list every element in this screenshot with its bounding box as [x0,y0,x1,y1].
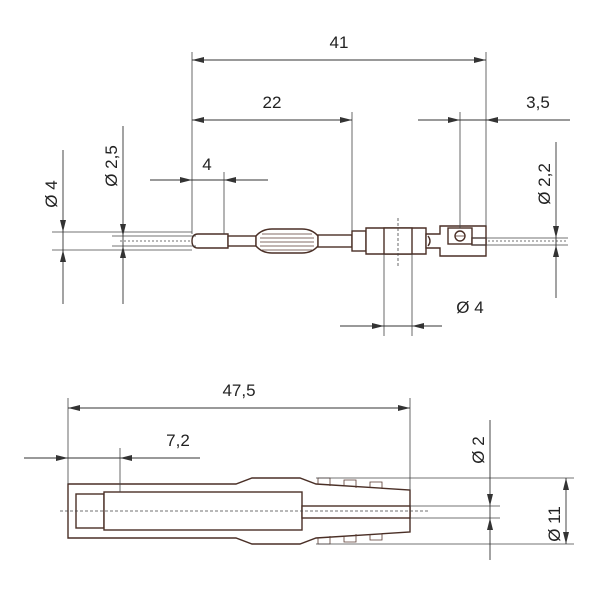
upper-extension-lines [52,52,568,336]
dim-7-2-label: 7,2 [166,431,190,450]
dim-47-5-label: 47,5 [222,381,255,400]
lower-extension-lines [67,398,574,545]
dim-dia-11-label: Ø 11 [545,506,564,542]
dim-22-label: 22 [263,93,282,112]
dim-41: 41 [192,33,486,63]
dim-dia-4-left: Ø 4 [42,150,66,304]
pin-collar [351,230,367,252]
dim-4-tip: 4 [150,155,268,183]
dim-7-2: 7,2 [24,431,200,461]
lamella-spring [255,228,319,254]
dim-3-5-label: 3,5 [526,93,550,112]
dim-dia-4-left-label: Ø 4 [42,180,61,207]
dim-dia-4-cross: Ø 4 [340,298,484,329]
rear-cone [427,235,431,247]
lower-sleeve-view [60,477,430,545]
lamella-grooves [260,233,314,251]
dim-dia-11: Ø 11 [545,478,569,544]
dim-3-5: 3,5 [418,93,570,123]
dim-dia-2-5: Ø 2,5 [102,126,126,304]
sleeve-rear-bore [301,505,411,519]
upper-plug-view [120,218,568,266]
rear-bore [471,237,487,246]
dim-dia-2-label: Ø 2 [469,436,488,463]
dim-dia-2: Ø 2 [469,420,493,560]
dim-dia-2-2: Ø 2,2 [535,142,559,298]
dim-dia-2-5-label: Ø 2,5 [102,145,121,187]
dim-41-label: 41 [330,33,349,52]
dim-dia-4-cross-label: Ø 4 [456,298,483,317]
dim-22: 22 [192,93,352,123]
pin-shaft [317,234,353,248]
dim-dia-2-2-label: Ø 2,2 [535,163,554,205]
pin-neck [227,235,257,247]
dim-47-5: 47,5 [68,381,410,411]
dim-4-tip-label: 4 [202,155,211,174]
pin-tip [191,233,229,249]
